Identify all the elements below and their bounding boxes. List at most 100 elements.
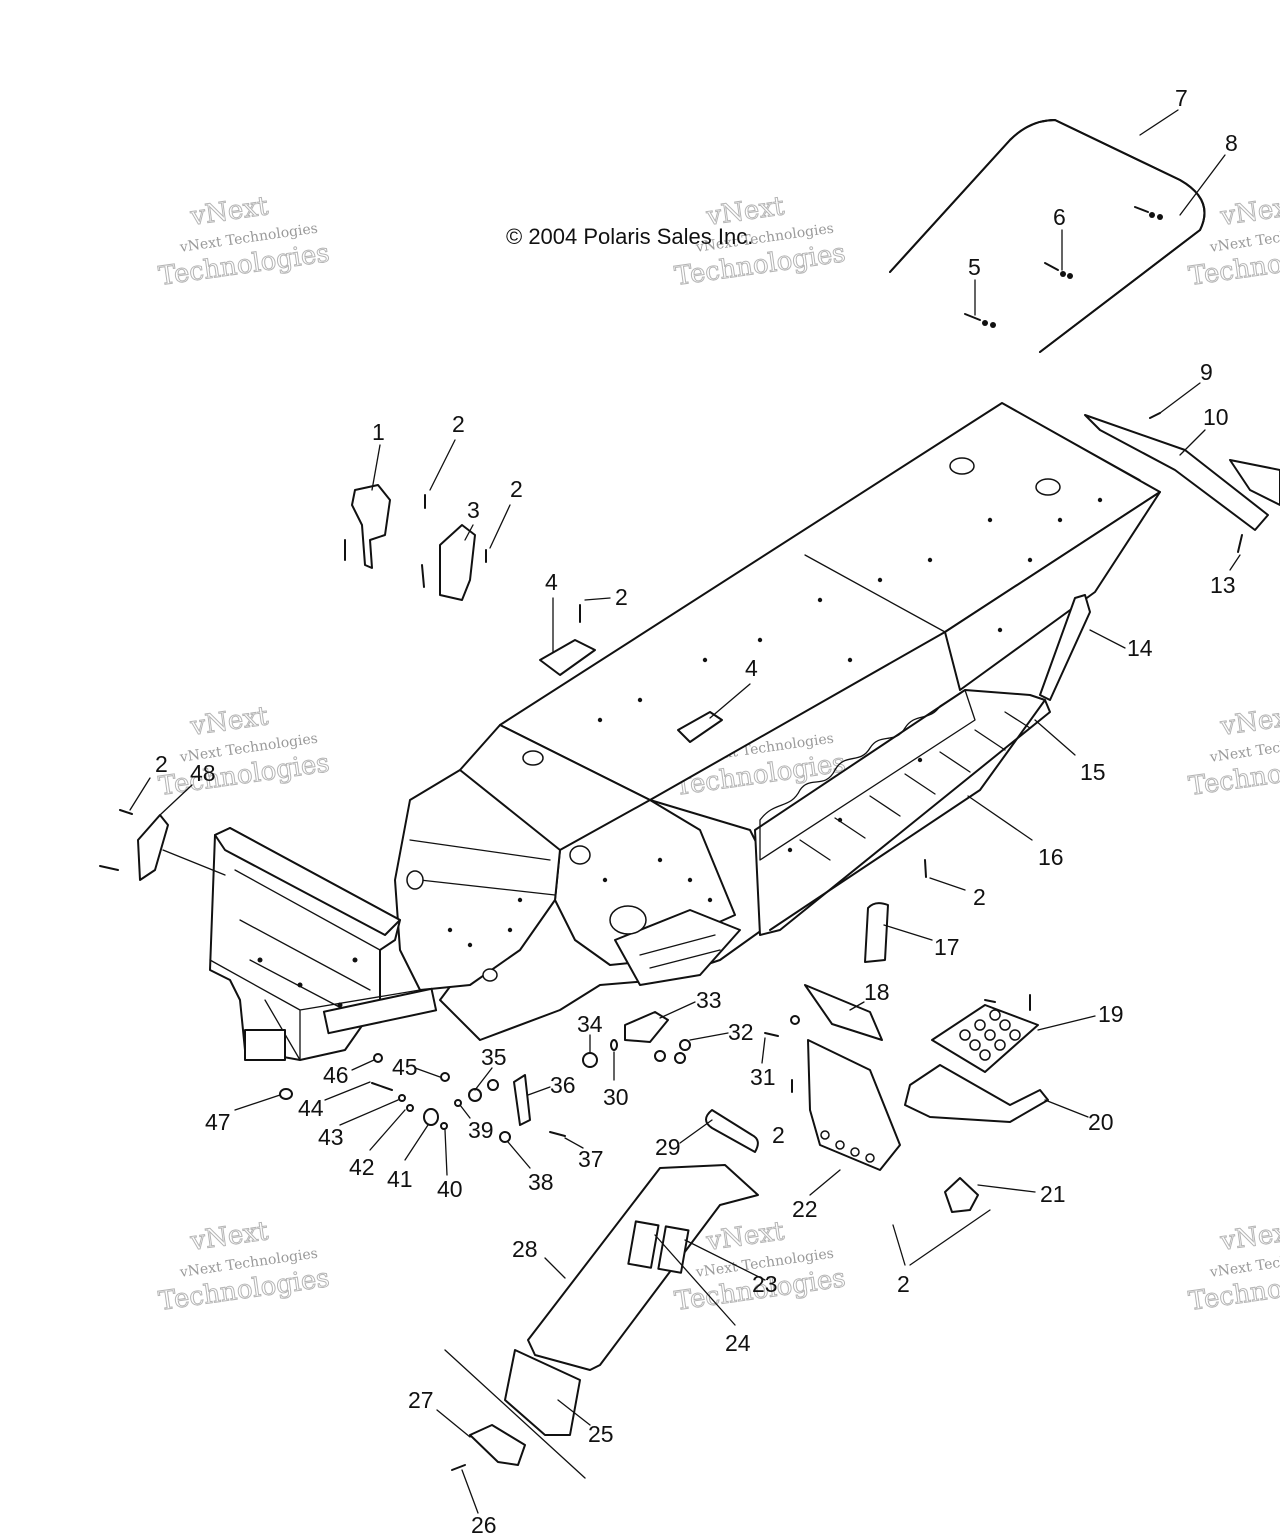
part-28-pan [527,1164,759,1371]
callout-2: 2 [155,751,168,777]
fastener-19a [984,999,996,1003]
callout-6: 6 [1053,204,1066,230]
watermark-brand: vNext [1218,701,1280,742]
callout-47: 47 [205,1109,231,1135]
part-24-label [627,1220,660,1269]
callout-8: 8 [1225,130,1238,156]
callout-40: 40 [437,1176,463,1202]
callout-35: 35 [481,1044,507,1070]
fastener-2e [924,859,927,878]
part-19-plate [931,1004,1039,1073]
part-22-plate [807,1039,901,1171]
part-4a-clip [539,639,596,676]
rivets [447,497,1103,948]
callout-43: 43 [318,1124,344,1150]
fastener-3a [421,564,425,588]
callout-36: 36 [550,1072,576,1098]
callout-13: 13 [1210,572,1236,598]
callout-39: 39 [468,1117,494,1143]
watermark-brand: vNext [188,1216,271,1257]
fastener-9 [1149,412,1161,419]
watermark-bottom-left: vNext vNext Technologies Technologies [156,1216,332,1318]
callout-37: 37 [578,1146,604,1172]
callout-15: 15 [1080,759,1106,785]
wear-strip [769,699,1046,931]
watermark-top-left: vNext vNext Technologies Technologies [156,191,332,293]
callout-4: 4 [745,655,758,681]
part-27-plate [469,1424,526,1466]
front-bulkhead [209,827,438,1061]
part-23-label [657,1225,690,1274]
watermark-top-right: vNext vNext Technologies Technologies [1186,191,1280,293]
fastener-8 [1134,206,1163,220]
callout-2: 2 [615,584,628,610]
callout-17: 17 [934,934,960,960]
fastener-6 [1044,262,1073,279]
callout-7: 7 [1175,85,1188,111]
callout-27: 27 [408,1387,434,1413]
tunnel-holes [406,457,1061,982]
callout-10: 10 [1203,404,1229,430]
watermark-brand: vNext [188,701,271,742]
fastener-5 [964,313,996,328]
part-29-loop [705,1109,759,1153]
callout-2: 2 [973,884,986,910]
part-19-holes [959,1009,1021,1061]
callout-26: 26 [471,1512,497,1536]
watermark-brand: vNext [1218,191,1280,232]
part-48-bracket [137,814,169,881]
part-33-bracket [624,1011,669,1043]
callout-33: 33 [696,987,722,1013]
callout-20: 20 [1088,1109,1114,1135]
callout-41: 41 [387,1166,413,1192]
callout-25: 25 [588,1421,614,1447]
part-7-rear-bumper [889,119,1206,353]
callout-28: 28 [512,1236,538,1262]
callout-2: 2 [772,1122,785,1148]
fastener-48a [99,865,119,871]
callout-44: 44 [298,1095,324,1121]
callout-4: 4 [545,569,558,595]
callout-42: 42 [349,1154,375,1180]
part-18-bracket [804,984,883,1041]
callout-16: 16 [1038,844,1064,870]
chassis-tunnel [394,402,1161,1041]
callout-48: 48 [190,760,216,786]
callout-18: 18 [864,979,890,1005]
callout-46: 46 [323,1062,349,1088]
callout-21: 21 [1040,1181,1066,1207]
callout-38: 38 [528,1169,554,1195]
fastener-26 [451,1464,466,1471]
watermark-mid-left: vNext vNext Technologies Technologies [156,701,332,803]
part-25-plate [504,1349,581,1436]
watermark-bottom-right: vNext vNext Technologies Technologies [1186,1216,1280,1318]
watermark-brand: vNext [188,191,271,232]
callout-3: 3 [467,497,480,523]
fastener-2d [119,809,133,815]
part-21-bracket [944,1177,979,1213]
callout-31: 31 [750,1064,776,1090]
part-flap-edge [1229,459,1280,506]
callout-32: 32 [728,1019,754,1045]
callout-2: 2 [510,476,523,502]
watermark-brand: vNext [1218,1216,1280,1257]
part-20-bar [904,1064,1049,1123]
callout-labels: 1 2 2 2 2 2 2 2 3 4 4 5 6 7 8 9 10 13 14… [155,85,1238,1536]
callout-23: 23 [752,1271,778,1297]
callout-29: 29 [655,1134,681,1160]
callout-1: 1 [372,419,385,445]
callout-2: 2 [452,411,465,437]
part-3-bracket [439,524,476,601]
part-17-grip [864,902,889,963]
callout-2: 2 [897,1271,910,1297]
fastener-13 [1237,534,1243,553]
callout-5: 5 [968,254,981,280]
watermark-mid-right: vNext vNext Technologies Technologies [1186,701,1280,803]
leader-lines [129,109,1241,1514]
watermark-top-center: vNext vNext Technologies Technologies [672,191,848,293]
callout-22: 22 [792,1196,818,1222]
callout-14: 14 [1127,635,1153,661]
callout-30: 30 [603,1084,629,1110]
part-1-bracket [351,484,391,569]
